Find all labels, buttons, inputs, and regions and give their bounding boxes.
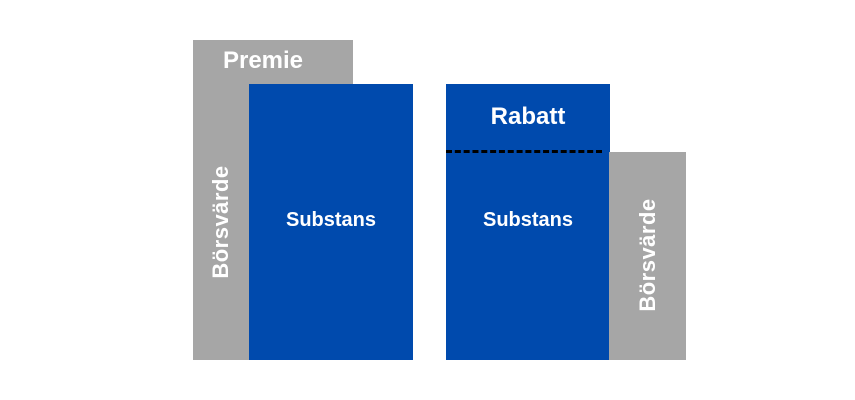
left-substance-box: Substans <box>249 84 413 360</box>
left-market-value-label: Börsvärde <box>208 165 233 279</box>
right-substance-label: Substans <box>482 209 574 231</box>
premium-label: Premie <box>222 47 304 74</box>
discount-label: Rabatt <box>490 103 566 130</box>
right-substance-box: Rabatt Substans <box>446 84 610 360</box>
right-market-value-label: Börsvärde <box>634 198 660 312</box>
left-substance-label: Substans <box>285 209 377 231</box>
right-market-value-box: Börsvärde <box>609 152 686 360</box>
left-market-value-vertical-wrap: Börsvärde <box>193 84 249 360</box>
discount-boundary-line <box>446 150 602 153</box>
